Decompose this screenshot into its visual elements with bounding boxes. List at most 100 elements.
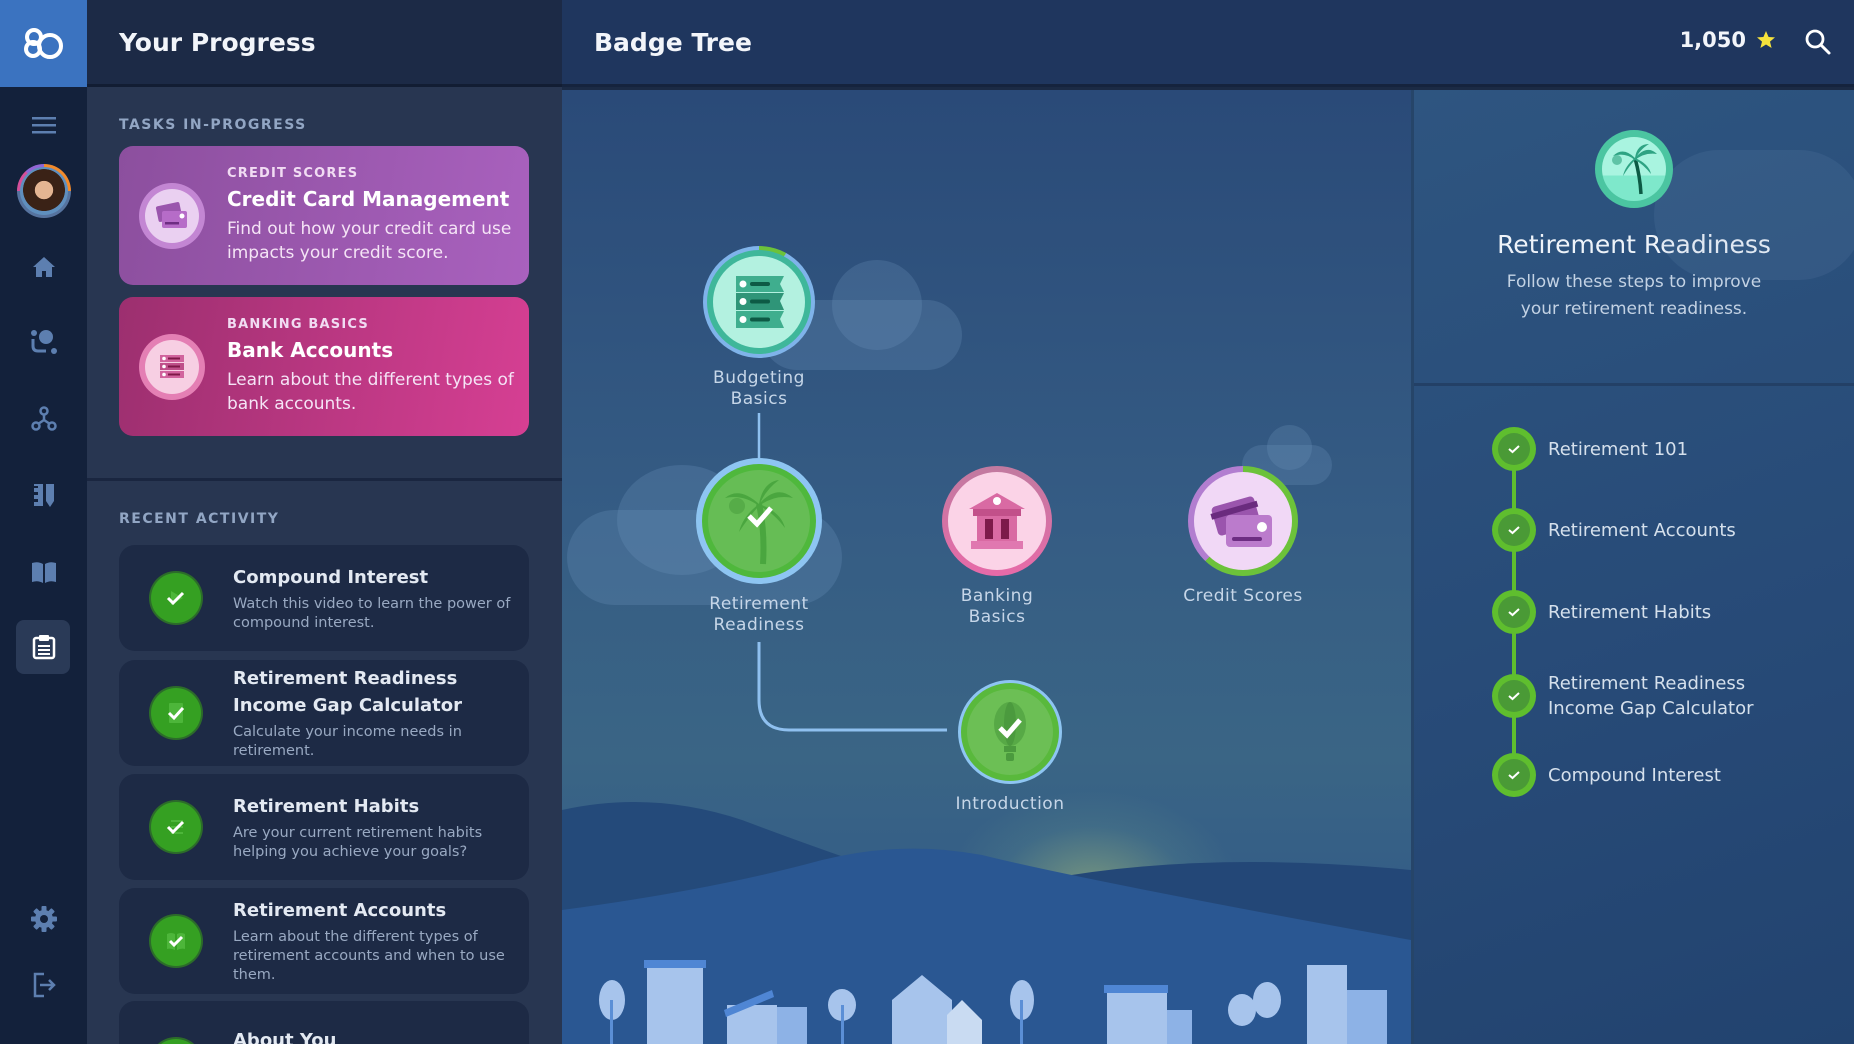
search-icon bbox=[1805, 29, 1831, 55]
step-item[interactable]: Retirement Accounts bbox=[1492, 508, 1736, 552]
hamburger-icon bbox=[31, 117, 56, 134]
home-button[interactable] bbox=[0, 252, 87, 282]
step-item[interactable]: Retirement Habits bbox=[1492, 590, 1711, 634]
check-circle-icon bbox=[1492, 427, 1536, 471]
activity-description: Watch this video to learn the power of c… bbox=[233, 595, 511, 631]
badge-ring bbox=[958, 680, 1062, 784]
cloud-decoration bbox=[1654, 150, 1854, 280]
budget-list-icon bbox=[713, 256, 805, 348]
progress-panel-header: Your Progress bbox=[87, 0, 562, 87]
icon-rail bbox=[0, 0, 87, 1044]
list-check-icon bbox=[151, 802, 201, 852]
book-icon bbox=[31, 562, 56, 583]
activity-section-label: RECENT ACTIVITY bbox=[119, 511, 280, 527]
search-button[interactable] bbox=[1804, 28, 1832, 60]
activity-item[interactable]: Compound Interest Watch this video to le… bbox=[119, 545, 529, 651]
task-card-bank-accounts[interactable]: BANKING BASICS Bank Accounts Learn about… bbox=[119, 297, 529, 436]
avatar bbox=[16, 164, 71, 218]
progress-button[interactable] bbox=[0, 620, 87, 674]
badge-label: Credit Scores bbox=[1183, 586, 1303, 606]
check-circle-icon bbox=[1492, 674, 1536, 718]
step-label: Retirement Accounts bbox=[1548, 519, 1736, 541]
points-display: 1,050 bbox=[1680, 28, 1776, 52]
check-circle-icon bbox=[1492, 590, 1536, 634]
logout-icon bbox=[33, 972, 56, 998]
badge-detail-panel: Retirement Readiness Follow these steps … bbox=[1411, 90, 1854, 1044]
settings-button[interactable] bbox=[0, 902, 87, 936]
activity-title: Retirement Habits bbox=[233, 795, 420, 817]
activity-text: Retirement Readiness Income Gap Calculat… bbox=[233, 665, 529, 761]
town-skyline bbox=[599, 960, 1387, 1044]
task-category: CREDIT SCORES bbox=[227, 166, 359, 181]
activity-item[interactable]: Retirement Habits Are your current retir… bbox=[119, 774, 529, 880]
app-logo[interactable] bbox=[0, 0, 87, 87]
step-label: Retirement Habits bbox=[1548, 601, 1712, 623]
panel-title: Your Progress bbox=[119, 27, 316, 57]
network-button[interactable] bbox=[0, 402, 87, 436]
badge-label: Introduction bbox=[955, 794, 1065, 814]
book-check-icon bbox=[151, 916, 201, 966]
activity-item[interactable]: Retirement Readiness Income Gap Calculat… bbox=[119, 660, 529, 766]
cloud-decoration bbox=[832, 260, 922, 350]
section-divider bbox=[87, 478, 562, 481]
activity-item[interactable]: About You bbox=[119, 1001, 529, 1044]
check-circle-icon bbox=[1492, 508, 1536, 552]
progress-panel: Your Progress TASKS IN-PROGRESS CREDIT S… bbox=[87, 0, 562, 1044]
task-text: BANKING BASICS Bank Accounts Learn about… bbox=[227, 317, 529, 416]
goals-button[interactable] bbox=[0, 325, 87, 359]
task-description: Find out how your credit card use impact… bbox=[227, 219, 512, 263]
task-title: Credit Card Management bbox=[227, 187, 510, 211]
activity-description: Calculate your income needs in retiremen… bbox=[233, 724, 462, 759]
profile-button[interactable] bbox=[0, 163, 87, 219]
badge-progress-ring bbox=[703, 246, 815, 358]
activity-title: Retirement Accounts bbox=[233, 900, 447, 921]
learn-button[interactable] bbox=[0, 555, 87, 589]
home-icon bbox=[32, 257, 55, 277]
activity-text: Retirement Habits Are your current retir… bbox=[233, 793, 529, 862]
badge-introduction[interactable]: Introduction bbox=[945, 680, 1075, 815]
task-card-credit-card-management[interactable]: CREDIT SCORES Credit Card Management Fin… bbox=[119, 146, 529, 285]
activity-description: Are your current retirement habits helpi… bbox=[233, 824, 483, 860]
step-item[interactable]: Compound Interest bbox=[1492, 753, 1721, 797]
check-icon bbox=[151, 1039, 201, 1044]
star-icon bbox=[1757, 31, 1775, 48]
points-value: 1,050 bbox=[1679, 28, 1746, 52]
palm-tree-icon bbox=[1595, 130, 1673, 208]
badge-selected-ring bbox=[696, 458, 822, 584]
activity-title: Compound Interest bbox=[233, 566, 429, 588]
menu-button[interactable] bbox=[0, 108, 87, 142]
tasks-section-label: TASKS IN-PROGRESS bbox=[119, 117, 307, 133]
logo-icon bbox=[23, 27, 63, 59]
task-category: BANKING BASICS bbox=[227, 317, 369, 332]
badge-detail-title: Retirement Readiness bbox=[1497, 230, 1771, 259]
badge-detail-header: Retirement Readiness Follow these steps … bbox=[1414, 90, 1854, 386]
step-label: Retirement 101 bbox=[1548, 438, 1689, 460]
badge-credit-scores[interactable]: Credit Scores bbox=[1178, 466, 1308, 607]
activity-description: Learn about the different types of retir… bbox=[233, 929, 505, 983]
step-item[interactable]: Retirement 101 bbox=[1492, 427, 1688, 471]
task-description: Learn about the different types of bank … bbox=[227, 370, 514, 414]
activity-title: Retirement Readiness Income Gap Calculat… bbox=[233, 668, 463, 716]
activity-item[interactable]: Retirement Accounts Learn about the diff… bbox=[119, 888, 529, 994]
credit-card-icon bbox=[139, 182, 205, 249]
step-label: Compound Interest bbox=[1548, 764, 1721, 786]
gear-icon bbox=[30, 906, 57, 932]
activity-text: Retirement Accounts Learn about the diff… bbox=[233, 897, 529, 985]
badge-ring bbox=[942, 466, 1052, 576]
credit-card-icon bbox=[1194, 472, 1292, 570]
stacked-list-icon bbox=[139, 333, 205, 400]
logout-button[interactable] bbox=[0, 968, 87, 1002]
tools-button[interactable] bbox=[0, 478, 87, 512]
ruler-pencil-icon bbox=[33, 484, 54, 507]
page-title: Badge Tree bbox=[594, 27, 752, 57]
path-dots-icon bbox=[30, 330, 57, 354]
